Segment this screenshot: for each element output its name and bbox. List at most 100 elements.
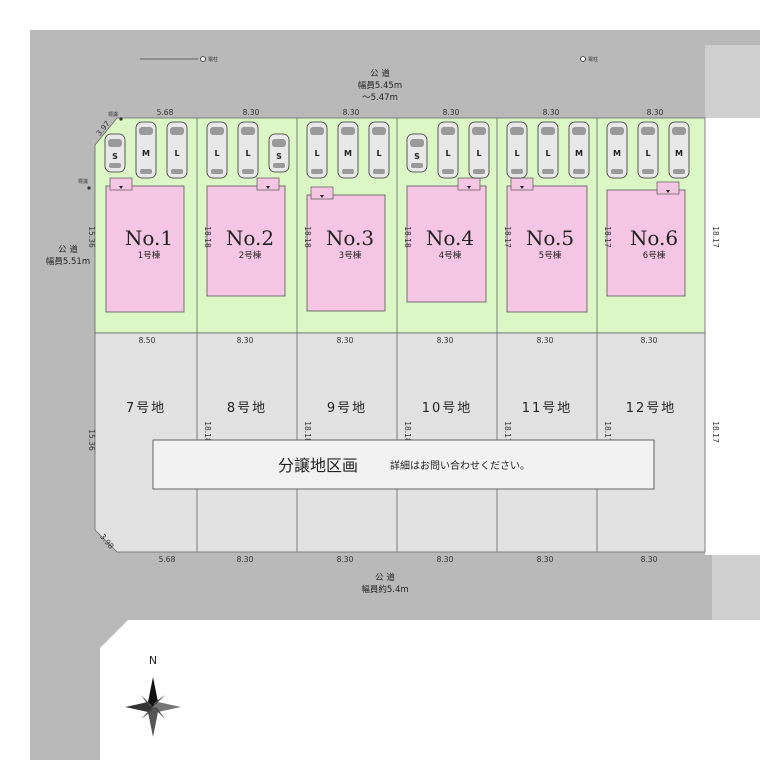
car-size-label: S (414, 152, 420, 161)
car-rear-window (140, 169, 152, 174)
lot-number: No.3 (326, 226, 374, 250)
lot-side-dimension: 18.17 (603, 226, 612, 248)
lot-building-label: 5号棟 (539, 250, 562, 261)
lot-top-dimension: 8.30 (647, 108, 664, 117)
lot-building-label: 1号棟 (138, 250, 161, 261)
car-windshield (541, 127, 555, 135)
car-rear-window (311, 169, 323, 174)
south-lot-name: 10号地 (422, 401, 473, 416)
car-windshield (641, 127, 655, 135)
south-side-dimension: 18.18 (403, 421, 412, 443)
lot-top-dimension: 8.30 (443, 108, 460, 117)
car-windshield (241, 127, 255, 135)
parking-space-l: L (468, 121, 490, 179)
lot-building-label: 2号棟 (239, 250, 262, 261)
car-windshield (108, 139, 122, 147)
entrance-arrow-icon (467, 186, 471, 189)
parking-space-l: L (637, 121, 659, 179)
car-rear-window (411, 163, 423, 168)
car-icon (537, 121, 559, 179)
car-rear-window (511, 169, 523, 174)
car-icon (337, 121, 359, 179)
car-size-label: L (245, 149, 250, 158)
car-windshield (510, 127, 524, 135)
car-icon (668, 121, 690, 179)
parking-space-l: L (537, 121, 559, 179)
car-rear-window (442, 169, 454, 174)
car-icon (135, 121, 157, 179)
south-side-dimension: 18.17 (503, 421, 512, 443)
car-rear-window (642, 169, 654, 174)
entrance-porch (457, 177, 481, 191)
bottom-dimension: 8.30 (537, 555, 554, 564)
north-road-name: 公 道 (370, 68, 390, 79)
car-rear-window (242, 169, 254, 174)
south-side-dimension: 18.17 (603, 421, 612, 443)
car-size-label: M (344, 149, 352, 158)
south-lot-name: 12号地 (626, 401, 677, 416)
car-windshield (310, 127, 324, 135)
car-size-label: L (445, 149, 450, 158)
car-size-label: L (214, 149, 219, 158)
lot-number: No.1 (125, 226, 173, 250)
car-rear-window (211, 169, 223, 174)
utility-pole-icon (580, 56, 586, 62)
lot-building-label: 3号棟 (339, 250, 362, 261)
car-icon (206, 121, 228, 179)
south-road-width: 幅員約5.4m (361, 584, 408, 595)
parking-space-m: M (668, 121, 690, 179)
car-windshield (672, 127, 686, 135)
entrance-arrow-icon (520, 186, 524, 189)
car-windshield (341, 127, 355, 135)
car-rear-window (342, 169, 354, 174)
car-size-label: M (613, 149, 621, 158)
parking-space-m: M (568, 121, 590, 179)
parking-space-l: L (506, 121, 528, 179)
car-windshield (139, 127, 153, 135)
compass-icon (125, 677, 181, 737)
car-windshield (610, 127, 624, 135)
pole-label: 電柱 (208, 56, 218, 63)
car-icon (306, 121, 328, 179)
entrance-arrow-icon (320, 195, 324, 198)
car-rear-window (473, 169, 485, 174)
south-lot-name: 9号地 (327, 401, 367, 416)
car-windshield (272, 139, 286, 147)
car-windshield (170, 127, 184, 135)
car-size-label: L (645, 149, 650, 158)
parking-space-l: L (368, 121, 390, 179)
house-footprint (206, 185, 286, 297)
car-size-label: M (675, 149, 683, 158)
car-rear-window (273, 163, 285, 168)
car-rear-window (373, 169, 385, 174)
subdivision-note: 詳細はお問い合わせください。 (390, 459, 530, 472)
mid-dimension: 8.30 (641, 336, 658, 345)
car-icon (468, 121, 490, 179)
parking-space-m: M (135, 121, 157, 179)
parking-space-s: S (406, 133, 428, 173)
car-windshield (572, 127, 586, 135)
entrance-porch (256, 177, 280, 191)
entrance-porch (109, 177, 133, 191)
car-size-label: L (174, 149, 179, 158)
parking-space-m: M (337, 121, 359, 179)
marker-label: 標識 (78, 178, 88, 185)
car-size-label: L (476, 149, 481, 158)
car-icon (606, 121, 628, 179)
lot-number: No.6 (630, 226, 678, 250)
parking-space-s: S (268, 133, 290, 173)
entrance-porch (310, 186, 334, 200)
lot-top-dimension: 8.30 (243, 108, 260, 117)
car-rear-window (611, 169, 623, 174)
car-rear-window (171, 169, 183, 174)
lot-number: No.2 (226, 226, 274, 250)
south-left-dimension: 15.36 (87, 429, 96, 451)
parking-space-l: L (206, 121, 228, 179)
parking-space-l: L (237, 121, 259, 179)
car-rear-window (673, 169, 685, 174)
mid-dimension: 8.30 (437, 336, 454, 345)
